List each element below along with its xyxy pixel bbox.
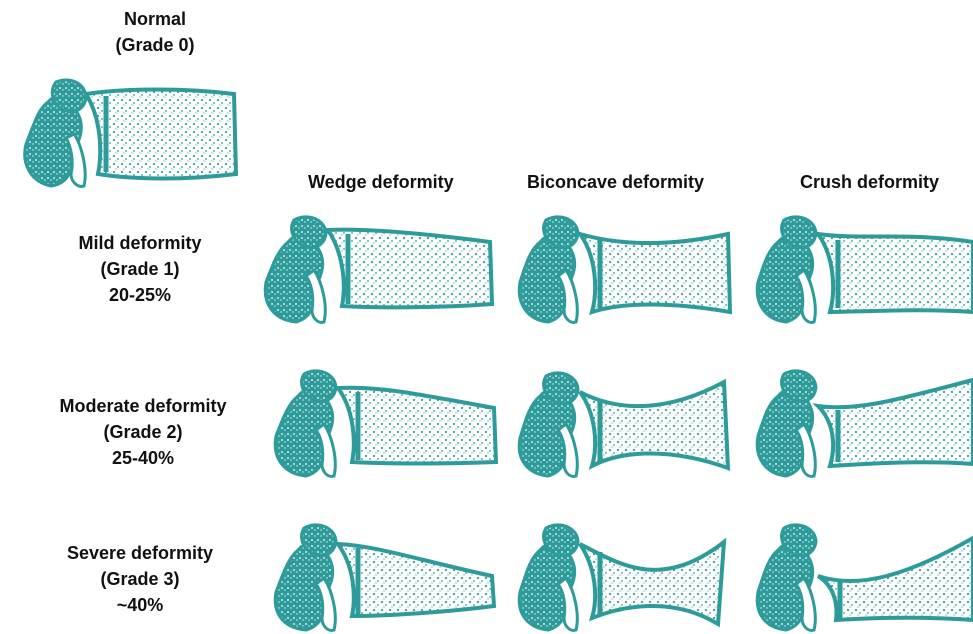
row-mild-range: 20-25% <box>30 282 250 308</box>
row-label-mild: Mild deformity (Grade 1) 20-25% <box>30 230 250 308</box>
row-mild-name: Mild deformity <box>30 230 250 256</box>
row-moderate-grade: (Grade 2) <box>18 419 268 445</box>
vertebra-crush-severe <box>750 520 973 634</box>
vertebra-biconcave-severe <box>512 520 737 634</box>
vertebra-normal <box>16 74 241 194</box>
row-severe-name: Severe deformity <box>30 540 250 566</box>
row-moderate-name: Moderate deformity <box>18 393 268 419</box>
column-header-wedge: Wedge deformity <box>308 172 454 193</box>
row-moderate-range: 25-40% <box>18 445 268 471</box>
vertebra-crush-mild <box>750 212 973 327</box>
column-header-crush: Crush deformity <box>800 172 939 193</box>
normal-grade: (Grade 0) <box>80 32 230 58</box>
vertebra-wedge-mild <box>258 212 498 327</box>
row-mild-grade: (Grade 1) <box>30 256 250 282</box>
row-label-moderate: Moderate deformity (Grade 2) 25-40% <box>18 393 268 471</box>
vertebra-wedge-moderate <box>268 366 503 481</box>
vertebra-biconcave-moderate <box>512 368 737 480</box>
row-severe-range: ~40% <box>30 592 250 618</box>
vertebra-biconcave-mild <box>512 212 737 327</box>
normal-title: Normal <box>80 6 230 32</box>
column-header-biconcave: Biconcave deformity <box>527 172 704 193</box>
vertebra-crush-moderate <box>750 366 973 481</box>
row-label-severe: Severe deformity (Grade 3) ~40% <box>30 540 250 618</box>
normal-label: Normal (Grade 0) <box>80 6 230 58</box>
vertebra-wedge-severe <box>268 520 498 634</box>
row-severe-grade: (Grade 3) <box>30 566 250 592</box>
